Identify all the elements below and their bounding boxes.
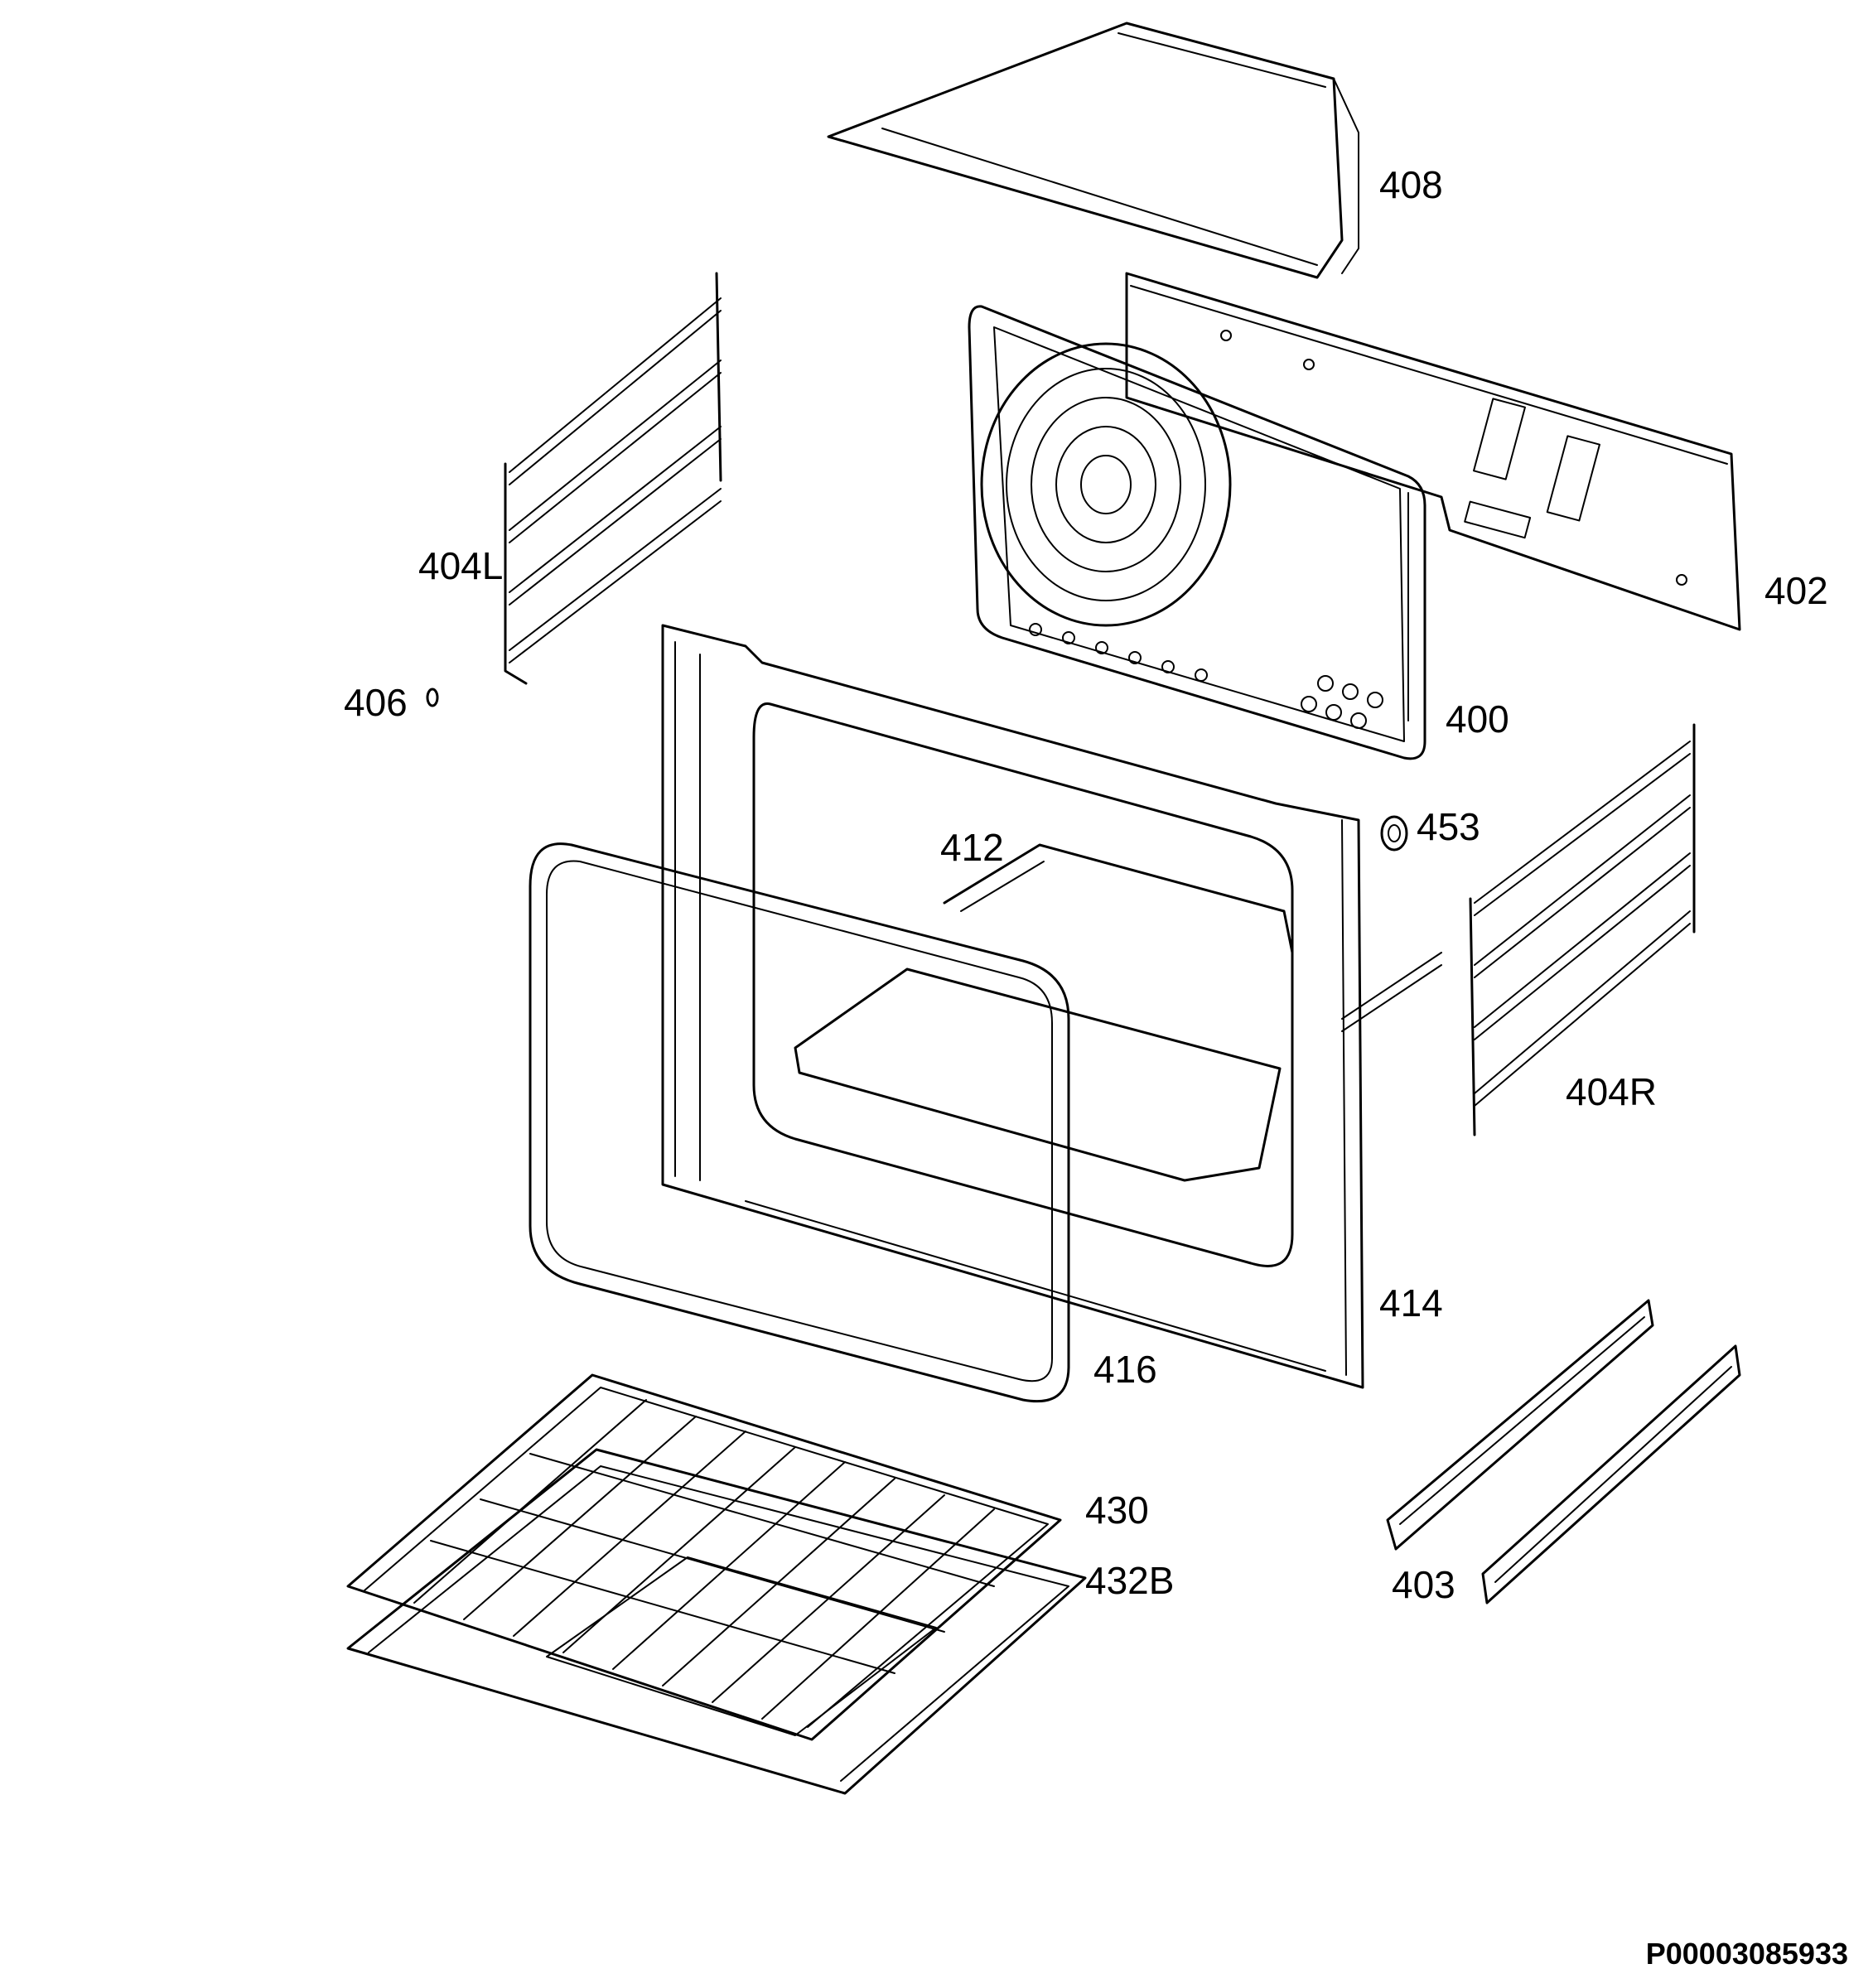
callout-402: 402 [1764,569,1828,612]
document-id: P00003085933 [1645,1937,1848,1971]
callout-412: 412 [940,826,1004,869]
callout-406: 406 [344,681,408,724]
part-404R-right-rail [1469,723,1696,1136]
part-412-tray [794,843,1442,1182]
part-406-clip [426,688,439,707]
callout-408: 408 [1379,163,1443,206]
callout-432B: 432B [1085,1559,1175,1602]
callout-400: 400 [1446,697,1509,741]
part-400-fan-cover [968,305,1426,760]
callout-430: 430 [1085,1489,1149,1532]
part-404L-left-rail [504,272,722,685]
part-403-telescopic-runners [1386,1299,1741,1604]
part-414-cavity-frame [661,624,1364,1389]
part-408-top-cover [827,22,1359,279]
callout-404R: 404R [1566,1070,1657,1113]
callout-453: 453 [1417,805,1480,848]
part-453-lamp [1380,815,1408,852]
part-402-back-panel [1125,272,1741,631]
callout-414: 414 [1379,1281,1443,1325]
part-416-door-gasket [529,842,1070,1403]
callout-403: 403 [1392,1563,1455,1606]
callout-404L: 404L [418,544,504,587]
callout-416: 416 [1093,1348,1157,1391]
part-432B-baking-tray [346,1448,1087,1795]
